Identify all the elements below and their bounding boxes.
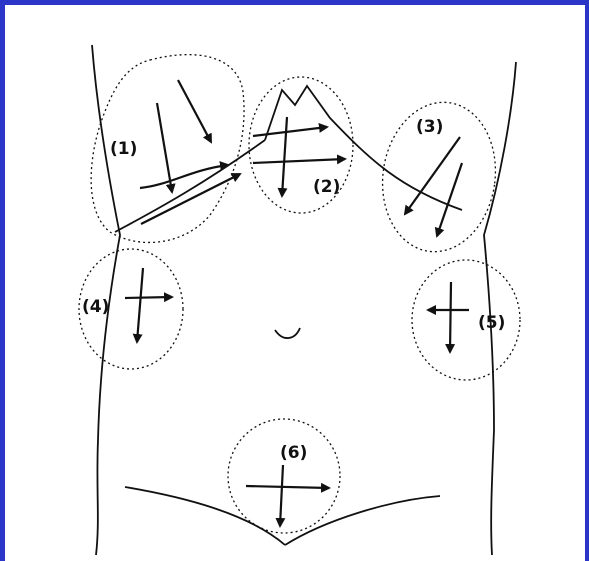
region-4-arrow-right	[125, 297, 172, 298]
region-6-arrow-right	[246, 486, 329, 488]
region-6-label: (6)	[280, 443, 307, 463]
region-6-circle	[228, 419, 340, 533]
region-1-arrow-down-a	[157, 103, 172, 192]
region-4-arrow-down	[137, 268, 143, 342]
torso-right-edge	[484, 62, 516, 555]
region-1-label: (1)	[110, 139, 137, 159]
sternum-notch	[265, 86, 462, 210]
navel	[275, 328, 300, 338]
pelvis-line-right	[285, 496, 440, 545]
region-3-arrow-diag-a	[405, 137, 460, 214]
region-2-arrow-right-a	[253, 127, 327, 136]
region-1-arrow-diag-a	[140, 165, 228, 188]
region-2-label: (2)	[313, 177, 340, 197]
region-3-arrow-down-b	[437, 163, 462, 236]
region-4-label: (4)	[82, 297, 109, 317]
torso-outline	[92, 45, 516, 555]
region-1-arrow-diag-b	[141, 174, 240, 224]
rib-line-left	[115, 140, 265, 232]
region-2-arrow-down	[282, 117, 287, 196]
region-2-arrow-right-b	[253, 159, 345, 163]
pelvis-line-left	[125, 487, 285, 545]
region-3-label: (3)	[416, 117, 443, 137]
region-6-arrow-down	[280, 465, 283, 526]
region-5-label: (5)	[478, 313, 505, 333]
region-5-arrow-down	[450, 282, 451, 352]
region-1-arrow-down-b	[178, 80, 211, 142]
